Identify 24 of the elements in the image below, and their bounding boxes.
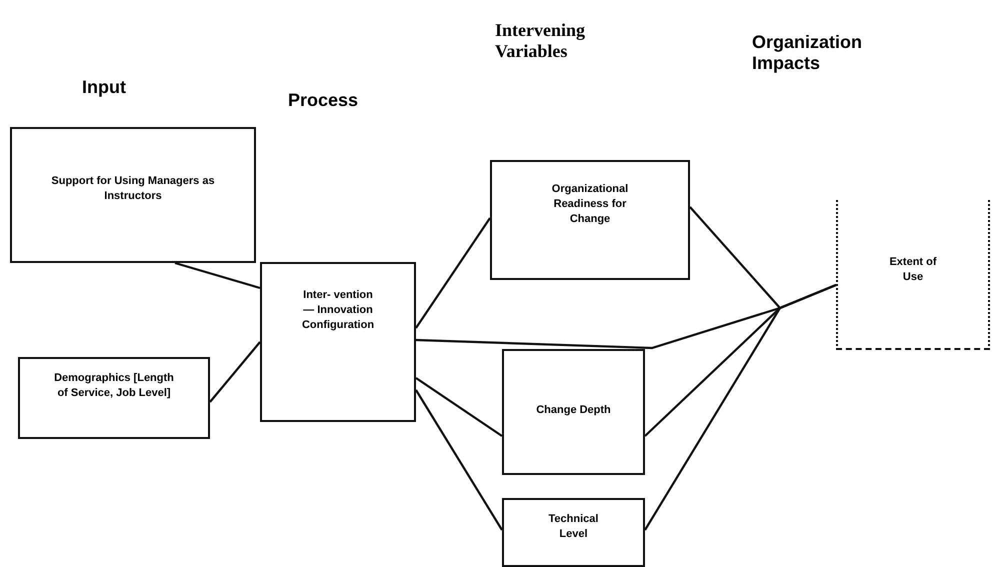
connector-line xyxy=(174,262,260,290)
column-heading: Process xyxy=(288,90,360,111)
outcome-box xyxy=(836,200,990,350)
variable-box xyxy=(10,127,256,263)
column-heading: Intervening Variables xyxy=(495,20,586,62)
connector-line xyxy=(415,217,491,329)
node-text: Technical Level xyxy=(548,512,600,542)
node-text: Change Depth xyxy=(535,403,612,418)
connector-line xyxy=(415,377,503,437)
node-text: Extent of Use xyxy=(888,255,938,285)
node-text: Organizational Readiness for Change xyxy=(550,182,630,227)
connector-line xyxy=(209,341,261,403)
variable-box xyxy=(502,498,645,567)
variable-box xyxy=(502,349,645,475)
column-heading: Organization Impacts xyxy=(752,32,864,74)
variable-box xyxy=(490,160,690,280)
column-heading: Input xyxy=(82,77,127,98)
connector-line xyxy=(644,284,836,531)
connector-line xyxy=(415,389,503,531)
variable-box xyxy=(260,262,416,422)
node-text: Support for Using Managers as Instructors xyxy=(50,174,216,204)
variable-box xyxy=(18,357,210,439)
node-text: Inter- vention— Innovation Configuration xyxy=(300,288,376,333)
node-text: Demographics [Length of Service, Job Level] xyxy=(53,371,175,401)
